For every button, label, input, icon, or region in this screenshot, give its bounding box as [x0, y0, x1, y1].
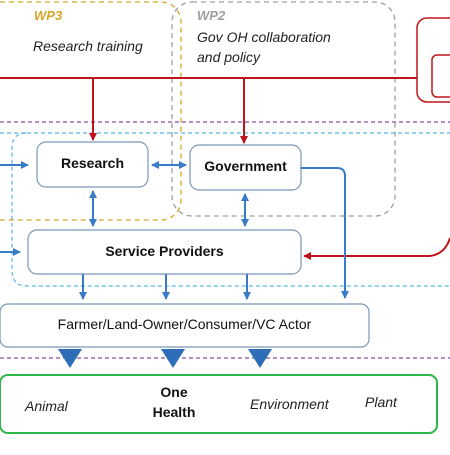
research-node [36, 141, 149, 188]
wp-red-box [416, 17, 450, 103]
government-label: Government [204, 158, 287, 174]
service-providers-label: Service Providers [105, 243, 224, 259]
one-health-animal: Animal [25, 398, 68, 414]
one-health-plant: Plant [365, 394, 397, 410]
wp3-group-box [0, 1, 182, 221]
wp3-subtitle: Research training [33, 38, 143, 54]
research-label: Research [60, 155, 125, 171]
service-providers-node [27, 229, 302, 275]
wp2-subtitle-line2: and policy [197, 49, 261, 65]
wp2-subtitle-line1: Gov OH collaboration [197, 29, 331, 45]
one-health-box [0, 374, 438, 434]
actors-node [0, 303, 370, 348]
red-arrow-to-service-providers [303, 237, 450, 260]
service-system-box [0, 132, 450, 287]
one-health-health: Health [152, 404, 196, 420]
wp3-title: WP3 [34, 8, 63, 23]
actors-label: Farmer/Land-Owner/Consumer/VC Actor [57, 316, 312, 332]
one-health-one: One [160, 384, 188, 400]
triangle-to-one-health-2 [161, 349, 185, 368]
one-health-environment: Environment [250, 396, 329, 412]
blue-arrow-government-to-actors [301, 167, 349, 299]
wp2-title: WP2 [197, 8, 226, 23]
triangle-to-one-health-3 [248, 349, 272, 368]
triangle-to-one-health-1 [58, 349, 82, 368]
wp-red-inner-box [431, 54, 450, 98]
wp2-group-box [171, 1, 396, 217]
